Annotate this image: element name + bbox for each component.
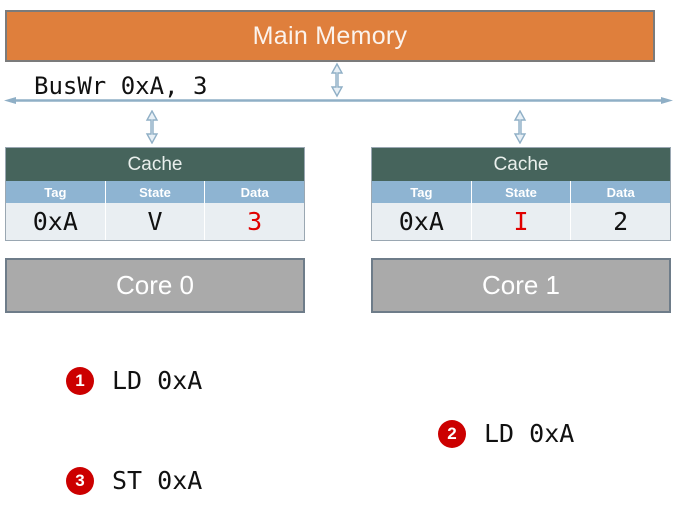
step-2-label: LD 0xA bbox=[484, 419, 575, 448]
cache0-column-headers: Tag State Data bbox=[6, 181, 304, 203]
core1-label: Core 1 bbox=[481, 270, 561, 300]
bus-to-cache0-connector bbox=[145, 110, 159, 144]
core-block-0: Core 0 bbox=[5, 258, 305, 313]
cache0-row: 0xA V 3 bbox=[6, 203, 304, 240]
step-3-label: ST 0xA bbox=[112, 466, 203, 495]
cache0-title: Cache bbox=[6, 148, 304, 181]
cache0-header-state: State bbox=[106, 181, 206, 203]
cache1-row: 0xA I 2 bbox=[372, 203, 670, 240]
system-bus-line bbox=[4, 97, 673, 104]
cache1-header-state: State bbox=[472, 181, 572, 203]
cache1-cell-tag: 0xA bbox=[372, 203, 472, 240]
step-1-label: LD 0xA bbox=[112, 366, 203, 395]
arrow-left-icon bbox=[4, 97, 16, 104]
cache1-header-tag: Tag bbox=[372, 181, 472, 203]
step-2-badge: 2 bbox=[438, 419, 466, 448]
cache1-cell-state: I bbox=[472, 203, 572, 240]
step-1-badge: 1 bbox=[66, 366, 94, 395]
step-3-badge: 3 bbox=[66, 466, 94, 495]
main-memory-block: Main Memory bbox=[5, 10, 655, 62]
cache0-header-tag: Tag bbox=[6, 181, 106, 203]
step-item-1: 1 LD 0xA bbox=[66, 366, 202, 395]
core-block-1: Core 1 bbox=[371, 258, 671, 313]
main-memory-label: Main Memory bbox=[252, 21, 408, 50]
cache0-cell-state: V bbox=[106, 203, 206, 240]
bus-transaction-label: BusWr 0xA, 3 bbox=[34, 72, 208, 100]
cache1-column-headers: Tag State Data bbox=[372, 181, 670, 203]
step-item-2: 2 LD 0xA bbox=[438, 419, 574, 448]
core0-label: Core 0 bbox=[115, 270, 195, 300]
step-item-3: 3 ST 0xA bbox=[66, 466, 202, 495]
arrow-right-icon bbox=[661, 97, 673, 104]
cache1-title: Cache bbox=[372, 148, 670, 181]
bus-to-cache1-connector bbox=[513, 110, 527, 144]
cache0-cell-tag: 0xA bbox=[6, 203, 106, 240]
cache1-cell-data: 2 bbox=[613, 207, 629, 236]
cache0-header-data: Data bbox=[240, 184, 269, 200]
cache-block-core0: Cache Tag State Data 0xA V 3 bbox=[5, 147, 305, 241]
cache0-cell-data: 3 bbox=[247, 207, 263, 236]
cache1-header-data: Data bbox=[606, 184, 635, 200]
memory-to-bus-connector bbox=[330, 62, 344, 98]
cache-block-core1: Cache Tag State Data 0xA I 2 bbox=[371, 147, 671, 241]
